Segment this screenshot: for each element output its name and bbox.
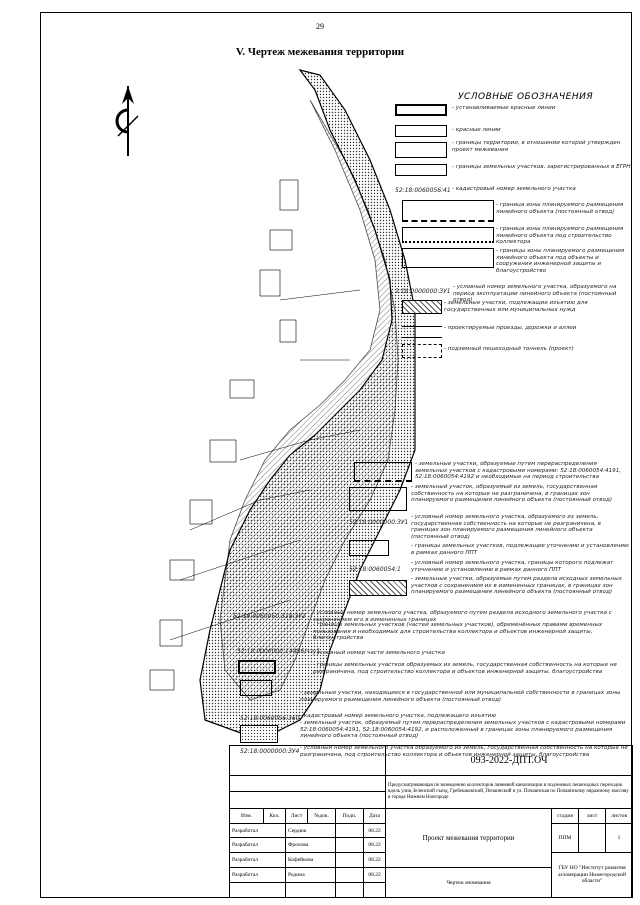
legend-text-2: - границы территории, в отношении которо… bbox=[452, 140, 621, 153]
sheet-frame bbox=[40, 12, 632, 898]
legend-symbol-3 bbox=[395, 164, 447, 176]
sheets-value: 1 bbox=[605, 822, 634, 854]
signer-date-0: 08.22 bbox=[362, 822, 387, 839]
page-number: 29 bbox=[316, 22, 324, 31]
north-arrow-icon bbox=[115, 86, 139, 156]
legend-symbol-12 bbox=[354, 462, 412, 482]
legend-text-18: - условный номер земельного участка, обр… bbox=[313, 610, 612, 623]
stage-value: ППМ bbox=[551, 822, 580, 854]
legend-text-4: - кадастровый номер земельного участка bbox=[452, 186, 576, 192]
signer-name-1: Фролова bbox=[285, 837, 336, 854]
legend-text-5: - граница зоны планируемого размещения л… bbox=[496, 202, 624, 215]
legend-symbol-15 bbox=[349, 540, 389, 556]
legend-text-10: - проектируемые проезды, дорожки и аллеи bbox=[444, 325, 577, 331]
signer-name-0: Сердюк bbox=[285, 822, 336, 839]
legend-symbol-9 bbox=[402, 300, 442, 314]
signer-role-0: Разработал bbox=[229, 822, 286, 839]
header-podp: Подп. bbox=[335, 807, 364, 824]
legend-symbol-7 bbox=[402, 248, 494, 268]
legend-text-14: - условный номер земельного участка, обр… bbox=[411, 514, 601, 540]
header-list: Лист bbox=[285, 807, 308, 824]
document-code: 093-2022-ДПТ.ОЧ bbox=[385, 745, 634, 776]
legend-code-18: 52:18:0060050:318:ЗУ1 bbox=[233, 613, 306, 620]
survey-map bbox=[149, 69, 416, 741]
signer-date-2: 08.22 bbox=[362, 852, 387, 869]
signer-date-1: 08.22 bbox=[362, 837, 387, 854]
legend-symbol-22 bbox=[240, 680, 272, 696]
legend-text-11: - подземный пешеходный тоннель (проект) bbox=[444, 346, 574, 352]
legend-symbol-6 bbox=[402, 227, 494, 243]
legend-code-4: 52:18:0060056:41 bbox=[395, 187, 451, 194]
legend-text-16: - условный номер земельного участка, гра… bbox=[411, 560, 614, 573]
title-block: 093-2022-ДПТ.ОЧ Предусматривающая по воз… bbox=[228, 745, 634, 898]
legend-text-8: - условный номер земельного участка, обр… bbox=[453, 284, 617, 303]
header-kol: Кол. bbox=[263, 807, 286, 824]
legend-text-9: - земельные участки, подлежащие изъятию … bbox=[444, 300, 588, 313]
legend-text-13: - земельный участок, образуемый из земел… bbox=[411, 484, 613, 503]
legend-symbol-17 bbox=[349, 580, 407, 596]
legend-text-3: - границы земельных участков, зарегистри… bbox=[452, 164, 631, 170]
legend-code-8: 2:18:0000000:ЗУ1 bbox=[395, 288, 451, 295]
stage-label: стадия bbox=[551, 807, 580, 824]
sheet-label: лист bbox=[578, 807, 607, 824]
legend-symbol-0 bbox=[395, 104, 447, 116]
legend-symbol-2 bbox=[395, 142, 447, 158]
legend-symbol-21 bbox=[238, 660, 276, 674]
legend-text-23: - кадастровый номер земельного участка, … bbox=[300, 713, 497, 719]
signer-role-3: Разработал bbox=[229, 867, 286, 884]
legend-symbol-24 bbox=[240, 725, 278, 743]
legend-text-0: - устанавливаемые красные линии bbox=[452, 105, 556, 111]
header-date: Дата bbox=[362, 807, 387, 824]
legend-text-15: - границы земельных участков, подлежащие… bbox=[411, 543, 629, 556]
legend-symbol-1 bbox=[395, 125, 447, 137]
document-description: Предусматривающая по возведению коллекто… bbox=[385, 774, 634, 809]
legend-text-6: - граница зоны планируемого размещения л… bbox=[496, 226, 624, 245]
header-ndok: №док. bbox=[307, 807, 336, 824]
header-izm: Изм. bbox=[229, 807, 264, 824]
legend-symbol-5 bbox=[402, 200, 494, 222]
signer-date-3: 08.22 bbox=[362, 867, 387, 884]
corridor-inner bbox=[219, 99, 399, 701]
legend-symbol-11 bbox=[402, 344, 442, 358]
legend-code-23: 52:18:0060056:360 bbox=[240, 715, 300, 722]
building-blocks bbox=[149, 179, 299, 691]
page-title: V. Чертеж межевания территории bbox=[235, 46, 405, 58]
legend-code-14: 52:18:0000000:ЗУ1 bbox=[349, 519, 409, 526]
signer-role-2: Разработал bbox=[229, 852, 286, 869]
project-name: Проект межевания территории bbox=[385, 807, 553, 869]
signer-role-1: Разработал bbox=[229, 837, 286, 854]
legend-text-19: - границы земельных участков (частей зем… bbox=[313, 622, 603, 641]
contour-lines bbox=[169, 289, 361, 641]
legend-symbol-13 bbox=[349, 487, 407, 511]
legend-text-20: - условный номер части земельного участк… bbox=[313, 650, 445, 656]
legend-text-7: - границы зоны планируемого размещения л… bbox=[496, 248, 625, 274]
legend-heading: УСЛОВНЫЕ ОБОЗНАЧЕНИЯ bbox=[458, 92, 594, 102]
legend-code-16: 52:18:0060054:1 bbox=[349, 566, 401, 573]
legend-text-21: - границы земельных участков образуемых … bbox=[313, 662, 617, 675]
legend-text-12: - земельные участки, образуемые путем пе… bbox=[415, 461, 622, 480]
legend-code-20: 52:18:0000000:14456/чзу1 bbox=[237, 648, 321, 655]
legend-symbol-10 bbox=[402, 326, 442, 338]
signer-name-3: Родина bbox=[285, 867, 336, 884]
legend-text-22: - земельные участки, находящиеся в госуд… bbox=[300, 690, 621, 703]
sheet-name: Чертеж межевания bbox=[385, 867, 553, 898]
legend-text-24: - земельный участок, образуемый путем пе… bbox=[300, 720, 626, 739]
sheets-label: листов bbox=[605, 807, 634, 824]
signer-name-2: Кофейкова bbox=[285, 852, 336, 869]
organization: ГБУ НО "Институт развития агломерации Ни… bbox=[551, 852, 634, 898]
legend-text-1: - красные линии bbox=[452, 127, 501, 133]
legend-text-17: - земельные участки, образуемые путем ра… bbox=[411, 576, 622, 595]
